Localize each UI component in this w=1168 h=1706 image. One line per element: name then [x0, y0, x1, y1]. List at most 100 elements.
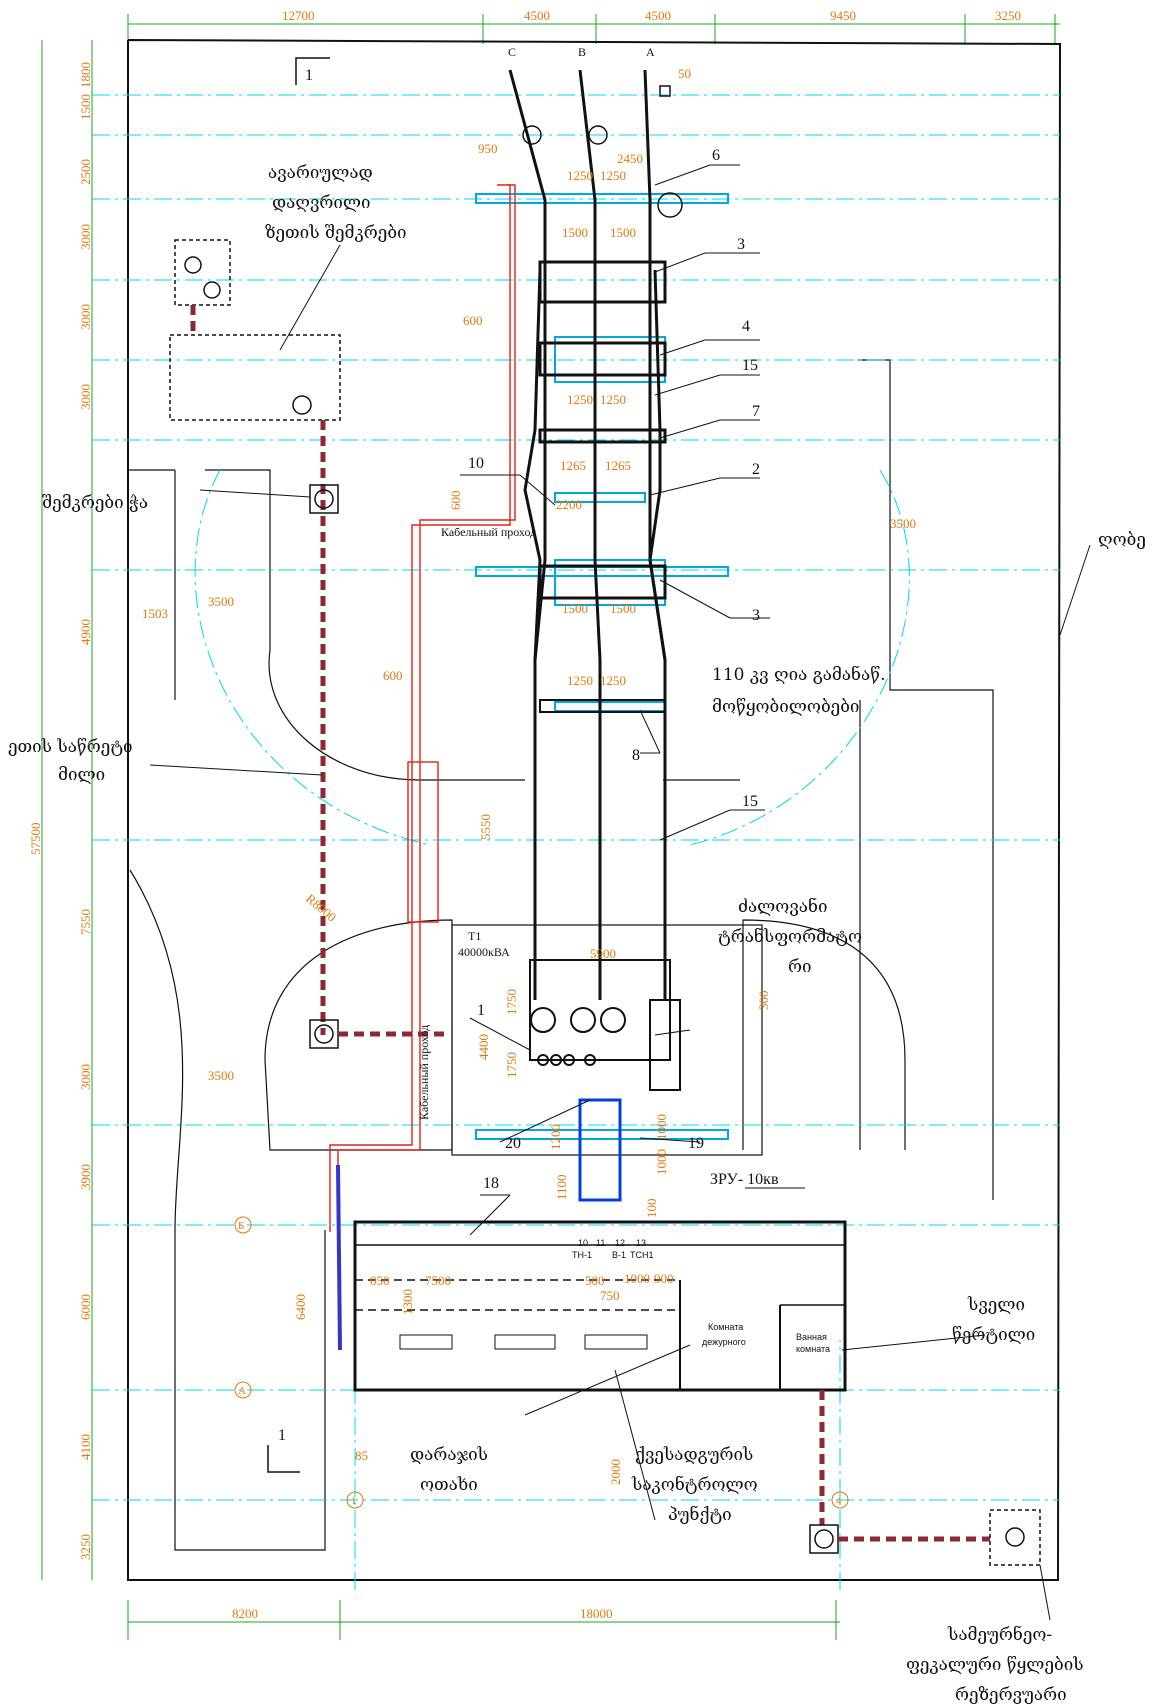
label-leaders — [149, 244, 1091, 1621]
cable-pass-horizontal: Кабельный проход — [441, 525, 536, 539]
cell-10: 10 — [578, 1238, 588, 1248]
dim-900: 900 — [654, 1271, 674, 1286]
section-mark-bottom: 1 — [278, 1427, 286, 1444]
dim-4400: 4400 — [476, 1034, 491, 1060]
dim-1750-a: 1750 — [504, 989, 519, 1015]
dim-1750-b: 1750 — [504, 1052, 519, 1078]
callout-20: 20 — [505, 1135, 521, 1152]
dim-6400: 6400 — [293, 1294, 308, 1320]
left-dim-3: 2500 — [78, 159, 93, 185]
cable-channels — [329, 184, 516, 1232]
axis-a: А — [238, 1385, 246, 1397]
left-dim-4: 3000 — [78, 224, 93, 250]
left-dim-6: 3000 — [78, 384, 93, 410]
dim-1250-c: 1250 — [567, 392, 593, 407]
open-switchgear-line-1: 110 კვ ღია გამანაწ. — [712, 665, 886, 685]
cable-pass-vertical: Кабельный проход — [417, 1025, 431, 1120]
dim-3500-a: 3500 — [890, 516, 916, 531]
dim-2000: 2000 — [608, 1459, 623, 1485]
cell-11: 11 — [596, 1238, 605, 1248]
dim-1500-a: 1500 — [562, 225, 588, 240]
collecting-well-label: შემკრები ჭა — [42, 493, 148, 513]
overall-dim: 57500 — [28, 823, 43, 856]
dim-100: 100 — [644, 1199, 659, 1219]
dim-950: 950 — [478, 141, 498, 156]
callout-19: 19 — [688, 1135, 704, 1152]
transformer-area — [451, 924, 763, 1202]
left-dim-10: 3900 — [78, 1164, 93, 1190]
dim-600-c: 600 — [383, 668, 403, 683]
sewage-reservoir-line-1: სამეურნეო- — [947, 1625, 1052, 1645]
left-dim-11: 6000 — [78, 1294, 93, 1320]
callout-4: 4 — [742, 318, 750, 335]
dim-3500-b: 3500 — [208, 594, 234, 609]
left-dim-9: 3000 — [78, 1064, 93, 1090]
t1-power: 40000кВА — [458, 945, 510, 959]
callout-15-top: 15 — [742, 357, 758, 374]
dim-2450: 2450 — [617, 151, 643, 166]
oil-collector-line-3: ზეთის შემკრები — [265, 223, 407, 243]
left-dim-1: 1800 — [78, 62, 93, 88]
bottom-dim-2: 18000 — [580, 1606, 613, 1621]
oil-drain-system — [169, 239, 1041, 1566]
site-boundary — [127, 39, 1062, 1581]
callout-6: 6 — [712, 147, 720, 164]
top-dim-3: 4500 — [645, 8, 671, 23]
dim-7500: 7500 — [425, 1273, 451, 1288]
left-dim-5: 3000 — [78, 304, 93, 330]
left-dim-12: 4100 — [78, 1434, 93, 1460]
left-dim-13: 3250 — [78, 1534, 93, 1560]
control-point-line-1: ქვესადგურის — [635, 1445, 753, 1465]
phase-b: B — [578, 45, 586, 59]
power-transformer-line-3: რი — [788, 957, 812, 977]
zru-building — [353, 1220, 847, 1392]
axis-1: 1 — [351, 1495, 357, 1507]
dim-1500-b: 1500 — [610, 225, 636, 240]
dim-1265-a: 1265 — [560, 458, 586, 473]
cable-bundle — [336, 1164, 342, 1351]
dim-1250-a: 1250 — [567, 168, 593, 183]
top-dim-2: 4500 — [524, 8, 550, 23]
dim-5550: 5550 — [478, 814, 493, 840]
open-switchgear-line-2: მოწყობილობები — [712, 697, 859, 717]
callout-leaders — [460, 164, 770, 1236]
cell-13: 13 — [636, 1238, 646, 1248]
dim-1503: 1503 — [142, 606, 168, 621]
dim-5900: 5900 — [590, 946, 616, 961]
callout-1: 1 — [477, 1002, 485, 1019]
power-transformer-line-1: ძალოვანი — [738, 897, 827, 917]
stair-room-line-1: დარაჯის — [410, 1445, 488, 1465]
dimension-lines — [41, 14, 1060, 1640]
axis-4: 4 — [836, 1495, 842, 1507]
dim-500: 500 — [585, 1273, 605, 1288]
oil-drain-line-2: მილი — [58, 765, 105, 785]
sewage-reservoir-line-2: ფეკალური წყლების — [906, 1655, 1084, 1675]
axis-b: Б — [238, 1220, 244, 1232]
wash-room-line-1: Ванная — [796, 1332, 827, 1342]
dim-300: 300 — [756, 991, 771, 1011]
callout-2: 2 — [752, 461, 760, 478]
control-point-line-3: პუნქტი — [668, 1505, 732, 1525]
sewage-reservoir-line-3: რეზერვუარი — [955, 1685, 1067, 1705]
dim-600-b: 600 — [448, 491, 463, 511]
oil-collector-line-2: დაღვრილი — [272, 193, 371, 213]
dim-50: 50 — [678, 66, 691, 81]
dim-1500-d: 1500 — [610, 601, 636, 616]
cell-12: 12 — [615, 1238, 625, 1248]
control-point-line-2: საკონტროლო — [631, 1475, 758, 1495]
dim-1250-d: 1250 — [600, 392, 626, 407]
t1-label: T1 — [468, 929, 481, 943]
dim-600-a: 600 — [463, 313, 483, 328]
left-dim-2: 1500 — [78, 94, 93, 120]
dim-1265-b: 1265 — [605, 458, 631, 473]
dim-1000-a: 1000 — [654, 1114, 669, 1140]
section-marks — [267, 57, 330, 1473]
callout-8: 8 — [632, 747, 640, 764]
callout-3-bottom: 3 — [752, 607, 760, 624]
wet-point-line-2: წერტილი — [952, 1325, 1035, 1345]
dim-1200: 1200 — [548, 1124, 563, 1150]
cell-tsn1: ТСН1 — [630, 1250, 654, 1260]
duty-room-line-2: дежурного — [702, 1337, 746, 1347]
callout-18: 18 — [483, 1175, 499, 1192]
